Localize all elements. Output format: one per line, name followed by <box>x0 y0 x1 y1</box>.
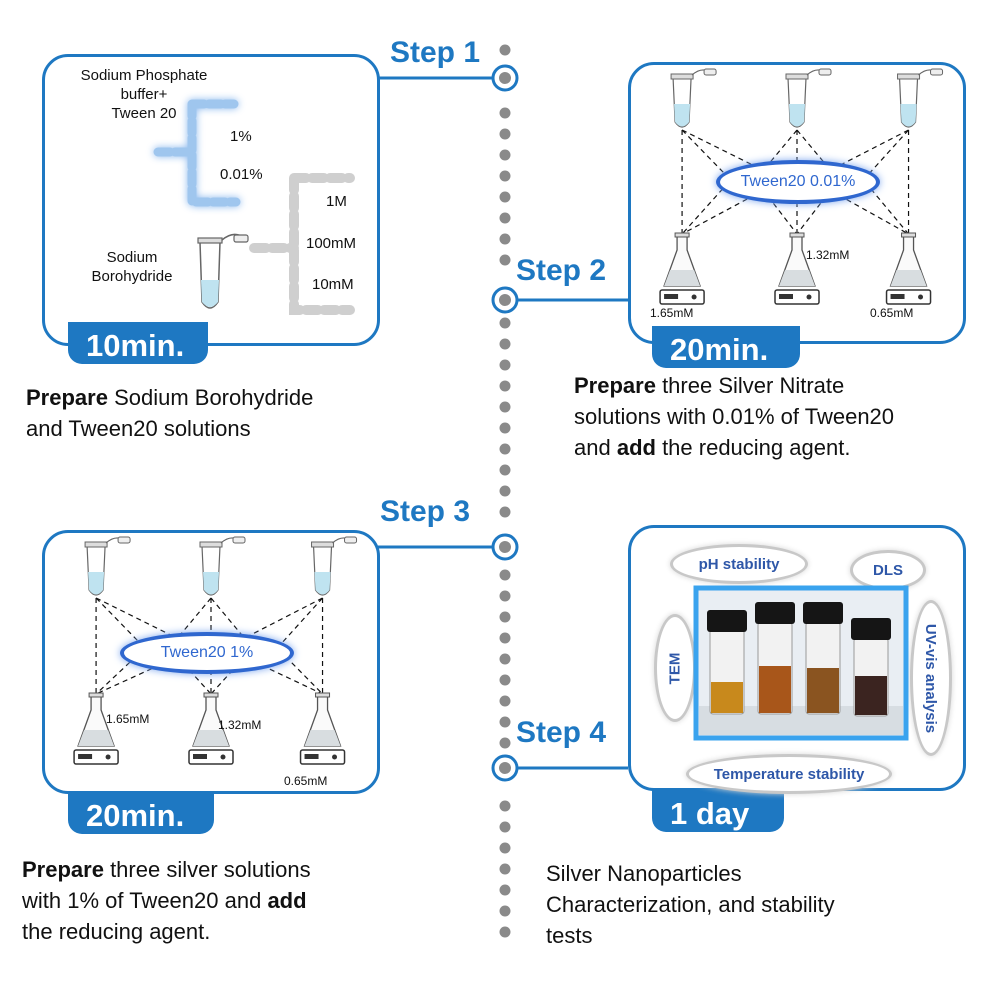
timeline-dot <box>499 317 511 329</box>
tween-conc-2: 0.01% <box>220 166 263 183</box>
timeline-dot <box>499 338 511 350</box>
flask-on-stirrer-icon <box>188 692 234 765</box>
timeline-dot <box>499 359 511 371</box>
timeline-dot <box>499 128 511 140</box>
tween-conc-1: 1% <box>230 128 252 145</box>
timeline-dot <box>499 674 511 686</box>
flask-on-stirrer-icon <box>299 692 346 765</box>
timeline-dot <box>499 737 511 749</box>
flask-on-stirrer-icon <box>885 232 932 305</box>
timeline-dot <box>499 443 511 455</box>
timeline-dot <box>499 905 511 917</box>
timeline-dot <box>499 254 511 266</box>
timeline-dot <box>499 422 511 434</box>
vials-photo <box>693 585 909 741</box>
step-2-conc-2: 1.32mM <box>806 248 850 262</box>
step-4-description: Silver Nanoparticles Characterization, a… <box>546 861 835 948</box>
step-3-conc-3: 0.65mM <box>284 774 328 788</box>
step-2-duration: 20min. <box>652 326 800 368</box>
step-3-network <box>73 536 358 765</box>
timeline-dot <box>499 464 511 476</box>
timeline-dot <box>499 926 511 938</box>
flask-on-stirrer-icon <box>774 232 820 305</box>
timeline-dot <box>499 716 511 728</box>
step-2-label: Step 2 <box>516 254 607 287</box>
ph-stability-badge: pH stability <box>670 544 808 584</box>
vial-3 <box>803 602 843 715</box>
timeline-dot <box>499 107 511 119</box>
borohydride-label: Sodium Borohydride <box>91 249 173 285</box>
step-4-label: Step 4 <box>516 716 607 749</box>
step-3-description: Prepare three silver solutions with 1% o… <box>22 857 311 944</box>
step-3-conc-2: 1.32mM <box>218 718 262 732</box>
step-1-description: Prepare Sodium Borohydride and Tween20 s… <box>26 385 314 441</box>
step-3-duration: 20min. <box>68 792 214 834</box>
timeline-dot <box>499 149 511 161</box>
tube-icon <box>199 536 246 596</box>
tube-icon <box>311 536 358 596</box>
tube-icon <box>785 68 832 128</box>
nabh4-conc-2: 100mM <box>306 235 357 252</box>
tube-icon <box>897 68 944 128</box>
vial-2 <box>755 602 795 715</box>
flask-on-stirrer-icon <box>659 232 705 305</box>
tem-badge: TEM <box>654 614 696 722</box>
timeline-dot <box>499 611 511 623</box>
vial-4 <box>851 618 891 717</box>
temperature-stability-badge: Temperature stability <box>686 754 892 794</box>
timeline-dot <box>499 44 511 56</box>
timeline-dot <box>499 212 511 224</box>
timeline-dot <box>499 191 511 203</box>
step-4-duration: 1 day <box>652 790 784 832</box>
timeline-dot <box>499 863 511 875</box>
step-3-conc-1: 1.65mM <box>106 712 150 726</box>
step-2-conc-3: 0.65mM <box>870 306 914 320</box>
step-2-description: Prepare three Silver Nitrate solutions w… <box>574 373 895 460</box>
step-3-label: Step 3 <box>380 495 471 528</box>
step-1-label: Step 1 <box>390 36 481 69</box>
step-2-network <box>659 68 944 305</box>
tube-icon <box>197 233 249 309</box>
flask-on-stirrer-icon <box>73 692 119 765</box>
timeline-dot <box>499 884 511 896</box>
timeline-dot <box>499 800 511 812</box>
vial-1 <box>707 610 747 715</box>
timeline-dot <box>499 380 511 392</box>
uv-vis-badge: UV-vis analysis <box>910 600 952 756</box>
nabh4-dilution-bracket <box>249 173 355 315</box>
step-1-duration: 10min. <box>68 322 208 364</box>
dls-badge: DLS <box>850 550 926 590</box>
timeline-dot <box>499 842 511 854</box>
timeline-dot <box>499 233 511 245</box>
step-2-tween-label: Tween20 0.01% <box>716 160 880 204</box>
timeline-dot <box>499 695 511 707</box>
nabh4-conc-1: 1M <box>326 193 347 210</box>
tube-icon <box>670 68 717 128</box>
timeline-dot <box>499 170 511 182</box>
timeline-dot <box>499 632 511 644</box>
timeline-dot <box>499 821 511 833</box>
tween-dilution-bracket <box>153 99 241 207</box>
step-2-conc-1: 1.65mM <box>650 306 694 320</box>
timeline-dot <box>499 653 511 665</box>
nabh4-conc-3: 10mM <box>312 276 354 293</box>
timeline-dot <box>499 401 511 413</box>
step-3-tween-label: Tween20 1% <box>120 632 294 674</box>
timeline-dot <box>499 590 511 602</box>
tube-icon <box>84 536 131 596</box>
buffer-label: Sodium Phosphate buffer+ Tween 20 <box>80 67 208 122</box>
timeline-dot <box>499 569 511 581</box>
timeline-dot <box>499 506 511 518</box>
timeline-dot <box>499 485 511 497</box>
